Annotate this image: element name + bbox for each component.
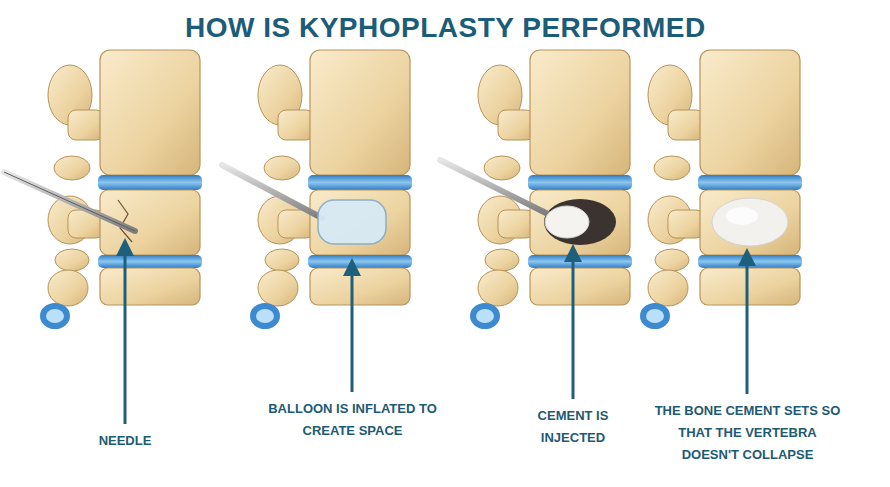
step-label: THE BONE CEMENT SETS SO THAT THE VERTEBR…	[650, 400, 845, 466]
leader-arrows	[116, 238, 756, 424]
step-label: BALLOON IS INFLATED TO CREATE SPACE	[260, 398, 445, 442]
cement	[545, 206, 589, 238]
cement	[712, 198, 788, 246]
needle	[440, 160, 548, 214]
vertebra-stack	[253, 50, 412, 326]
step-label: CEMENT IS INJECTED	[523, 405, 623, 449]
cement-highlight	[726, 207, 758, 225]
step-label: NEEDLE	[70, 430, 180, 452]
needle-edge	[4, 172, 135, 231]
vertebra-stack	[43, 50, 202, 326]
balloon	[318, 200, 386, 244]
title: HOW IS KYPHOPLASTY PERFORMED	[185, 12, 706, 44]
vertebra-stack	[643, 50, 802, 326]
needle	[222, 165, 322, 218]
needle	[4, 172, 135, 231]
cavity	[544, 199, 616, 245]
